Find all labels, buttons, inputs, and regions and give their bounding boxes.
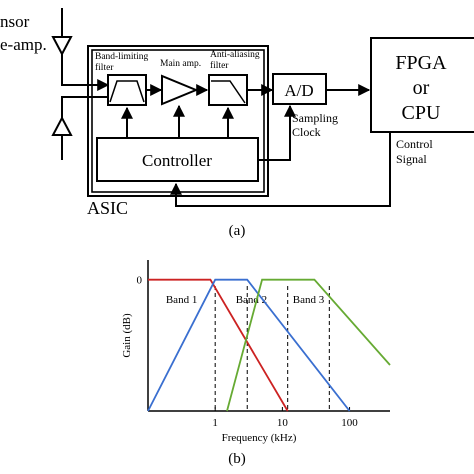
series-line-2 [147,278,351,412]
main-amp-label: Main amp. [160,59,201,69]
fpga-box [370,37,474,133]
block-diagram: nsor e-amp. ASIC Band-limiting filter Ma… [0,8,474,239]
x-tick-label-2: 100 [341,417,358,429]
asic-label: ASIC [87,198,128,218]
anti-aliasing-filter [208,74,248,106]
x-axis-label: Frequency (kHz) [222,432,297,444]
sensor-label-1: nsor [0,12,30,31]
caption-a: (a) [229,223,246,239]
band-label-1: Band 1 [166,294,197,306]
x-tick-label-0: 1 [212,417,218,429]
sensor-label-2: e-amp. [0,35,47,54]
fpga-label-2: or [413,77,430,99]
y-tick-label-0: 0 [137,275,143,287]
band-label-3: Band 3 [293,294,325,306]
fpga-label-3: CPU [402,102,441,124]
control-label-2: Signal [396,152,427,166]
ad-box [272,73,327,105]
sampling-label-1: Sampling [292,111,338,125]
controller-label: Controller [142,151,212,170]
band-limiting-filter [107,74,147,106]
series-line-1 [148,278,289,412]
y-axis-label: Gain (dB) [121,313,133,358]
ad-label: A/D [284,81,313,100]
asic-outer-box [87,45,269,197]
fpga-label-1: FPGA [395,52,447,74]
series-line-3 [226,278,391,412]
band-label-2: Band 2 [236,294,267,306]
controller-box [96,137,259,182]
sampling-label-2: Clock [292,125,321,139]
control-label-1: Control [396,137,433,151]
caption-b: (b) [228,451,246,467]
main-amp-triangle [161,74,199,106]
band-limiting-label-1: Band-limiting [95,52,149,62]
anti-aliasing-label-2: filter [210,60,229,71]
band-limiting-label-2: filter [95,62,114,73]
x-tick-label-1: 10 [277,417,289,429]
anti-aliasing-label-1: Anti-aliasing [210,50,260,60]
